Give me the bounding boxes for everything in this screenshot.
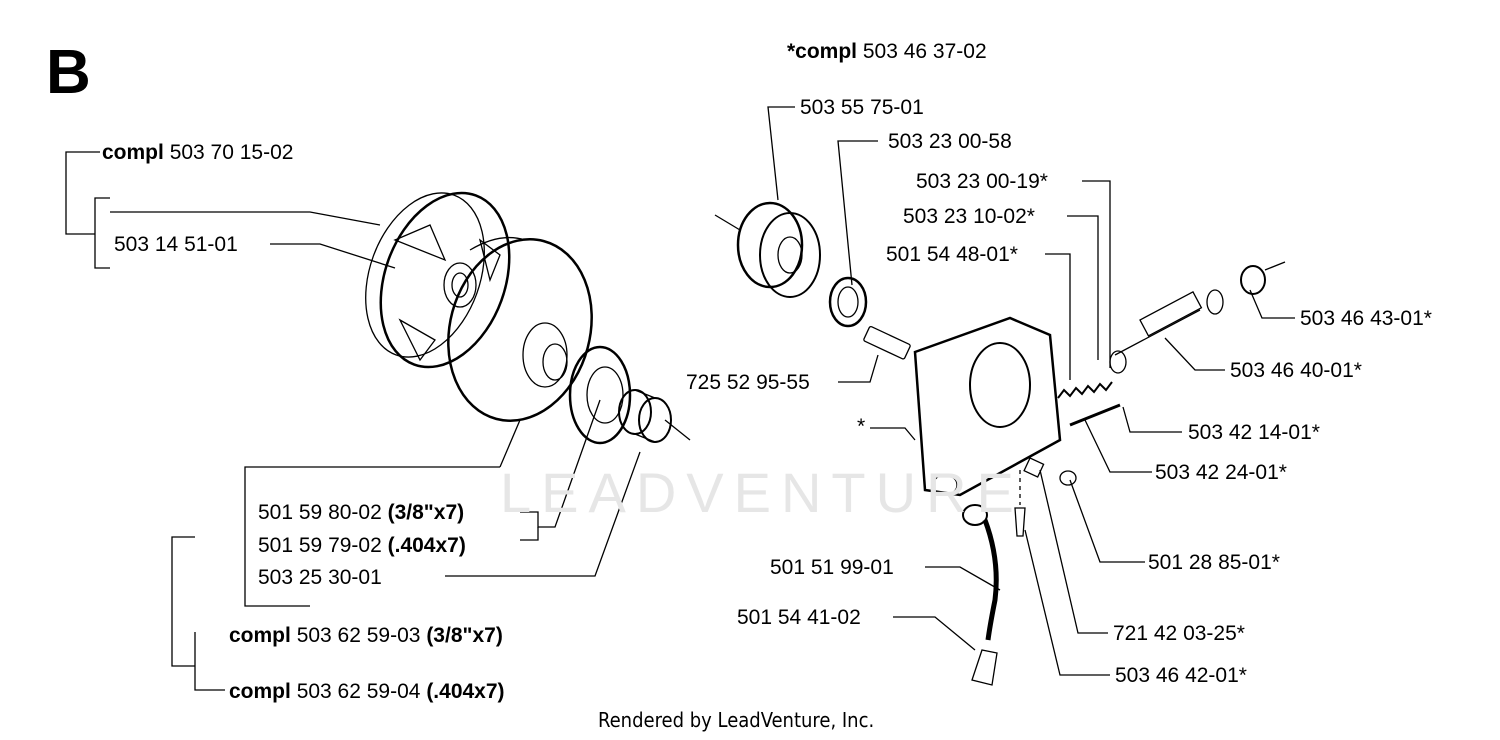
part-503-46-42-01[interactable]: 503 46 42-01* xyxy=(1115,664,1247,687)
leader-lines-left xyxy=(65,151,641,691)
part-503-23-00-19[interactable]: 503 23 00-19* xyxy=(916,170,1048,193)
part-503-23-10-02[interactable]: 503 23 10-02* xyxy=(903,205,1035,228)
part-503-14-51-01[interactable]: 503 14 51-01 xyxy=(114,233,238,256)
compl-clutch-label[interactable]: compl 503 70 15-02 xyxy=(102,141,293,165)
watermark: LEADVENTURE xyxy=(500,461,1024,524)
part-number: 501 59 79-02 xyxy=(258,534,382,557)
part-spec: (.404x7) xyxy=(387,534,466,557)
part-number: 503 70 15-02 xyxy=(169,141,294,164)
part-spec: (3/8"x7) xyxy=(426,624,503,647)
part-725-52-95-55[interactable]: 725 52 95-55 xyxy=(686,371,810,394)
rim-sprocket xyxy=(568,345,632,445)
oil-hose xyxy=(962,504,999,686)
part-number: 503 62 59-03 xyxy=(296,624,421,647)
section-letter: B xyxy=(46,38,91,107)
part-spec: (3/8"x7) xyxy=(387,501,465,524)
compl-word: compl xyxy=(229,624,291,647)
part-503-23-00-58[interactable]: 503 23 00-58 xyxy=(888,130,1012,153)
part-spec: (.404x7) xyxy=(426,680,505,703)
part-503-46-40-01[interactable]: 503 46 40-01* xyxy=(1230,359,1362,382)
part-503-42-14-01[interactable]: 503 42 14-01* xyxy=(1188,421,1320,444)
clutch-drum xyxy=(447,236,593,422)
compl-word: compl xyxy=(102,141,164,164)
plunger-pin xyxy=(1069,403,1121,427)
needle-bearing xyxy=(618,389,691,443)
top-compl-label[interactable]: *compl 503 46 37-02 xyxy=(787,40,987,64)
part-number: 503 62 59-04 xyxy=(296,680,421,703)
nut xyxy=(1023,457,1077,486)
worm-gear xyxy=(714,201,821,298)
part-501-51-99-01[interactable]: 501 51 99-01 xyxy=(770,556,894,579)
compl-503-62-59-03[interactable]: compl 503 62 59-03 (3/8"x7) xyxy=(229,624,503,648)
clutch-assembly xyxy=(365,191,511,369)
compl-word: compl xyxy=(229,680,291,703)
part-501-54-41-02[interactable]: 501 54 41-02 xyxy=(737,606,861,629)
pump-shaft xyxy=(1114,261,1286,356)
washer xyxy=(828,276,868,328)
part-503-46-43-01[interactable]: 503 46 43-01* xyxy=(1300,307,1432,330)
nipple xyxy=(1014,470,1026,537)
screw xyxy=(863,326,911,360)
part-501-54-48-01[interactable]: 501 54 48-01* xyxy=(886,243,1018,266)
spring xyxy=(1057,350,1127,399)
part-721-42-03-25[interactable]: 721 42 03-25* xyxy=(1113,622,1245,645)
part-number: 501 59 80-02 xyxy=(258,501,382,524)
oil-pump-housing xyxy=(913,316,1062,497)
part-503-42-24-01[interactable]: 503 42 24-01* xyxy=(1155,461,1287,484)
part-501-59-80-02[interactable]: 501 59 80-02 (3/8"x7) xyxy=(258,501,464,525)
part-503-55-75-01[interactable]: 503 55 75-01 xyxy=(800,96,924,119)
compl-503-62-59-04[interactable]: compl 503 62 59-04 (.404x7) xyxy=(229,680,505,704)
part-501-28-85-01[interactable]: 501 28 85-01* xyxy=(1148,551,1280,574)
part-number: 503 46 37-02 xyxy=(862,40,987,63)
housing-star[interactable]: * xyxy=(857,415,866,438)
part-501-59-79-02[interactable]: 501 59 79-02 (.404x7) xyxy=(258,534,466,558)
part-503-25-30-01[interactable]: 503 25 30-01 xyxy=(258,566,382,589)
footer-credit: Rendered by LeadVenture, Inc. xyxy=(598,708,875,732)
compl-word: *compl xyxy=(787,40,858,63)
leader-lines-right xyxy=(767,106,1295,676)
